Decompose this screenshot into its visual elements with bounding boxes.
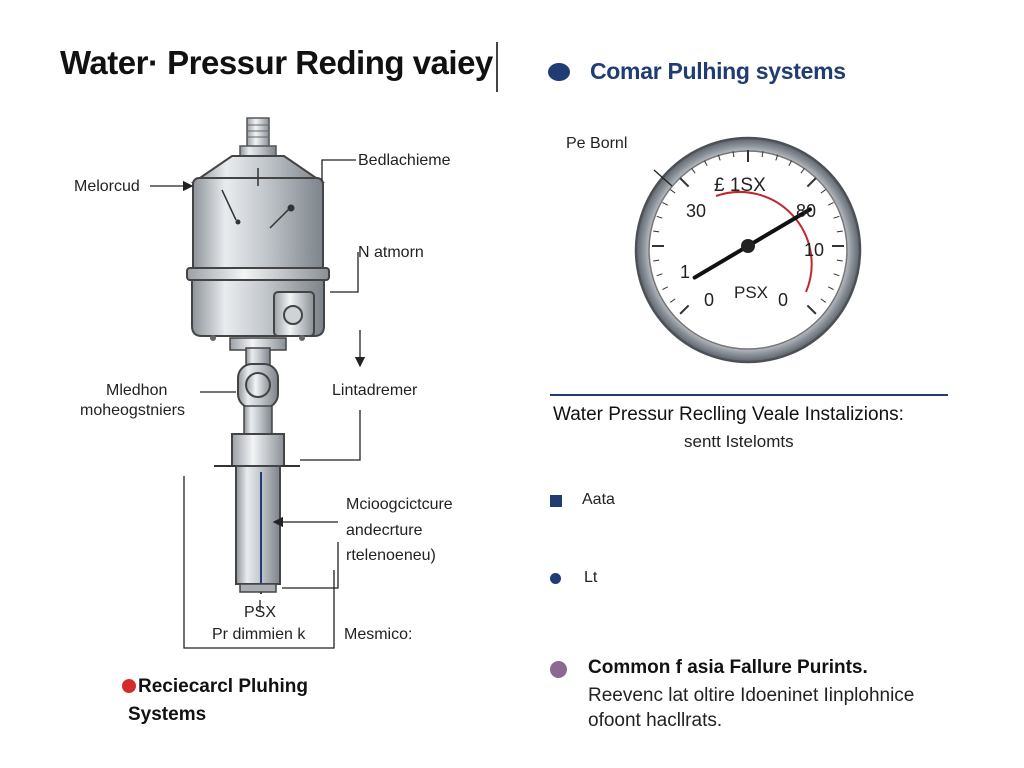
gauge-tick xyxy=(833,273,840,277)
label-lintadremer: Lintadremer xyxy=(332,382,418,399)
gauge-tick xyxy=(806,177,817,188)
panel-heading: Water Pressur Reclling Veale Instalizion… xyxy=(553,404,904,425)
panel-item-1: Aata xyxy=(582,491,615,508)
gauge-num-left2: 1 xyxy=(680,262,691,282)
gauge-tick xyxy=(820,189,826,194)
gauge-tick xyxy=(691,168,696,174)
gauge-tick xyxy=(656,273,663,277)
gauge-tick xyxy=(670,298,676,303)
gauge-tick xyxy=(656,215,663,219)
header-divider xyxy=(496,42,498,92)
gauge-tick xyxy=(653,230,660,233)
page-subtitle: Comar Pulhing systems xyxy=(590,58,846,84)
label-bedlachieme: Bedlachieme xyxy=(358,152,451,169)
gauge-tick xyxy=(679,177,690,188)
valve-neck xyxy=(229,337,287,437)
gauge-tick xyxy=(679,304,690,315)
label-mesmico: Mesmico: xyxy=(344,626,413,643)
gauge-num-top: £ 1SX xyxy=(714,175,766,196)
gauge-tick xyxy=(820,298,826,303)
gauge-red-arc xyxy=(715,191,813,293)
gauge-num-right2: 10 xyxy=(804,240,825,260)
label-microogdure-3: rtelenoeneu) xyxy=(346,547,436,564)
gauge-tick xyxy=(800,168,805,174)
gauge-num-left: 30 xyxy=(686,201,707,221)
circle-bullet-icon xyxy=(550,573,561,584)
gauge-tick xyxy=(662,201,669,206)
gauge-unit: PSX xyxy=(734,283,769,302)
label-moheogstniers: moheogstniers xyxy=(80,402,185,419)
gauge-tick xyxy=(761,151,764,158)
callout-lines xyxy=(150,159,366,649)
label-nalamorn: N atmorn xyxy=(358,244,424,261)
valve-pipe xyxy=(214,433,300,594)
pressure-gauge xyxy=(634,136,862,364)
square-bullet-icon xyxy=(550,495,562,507)
label-microogdure-1: Mcioogcictcure xyxy=(346,496,453,513)
gauge-tick xyxy=(717,154,721,161)
gauge-tick xyxy=(788,160,793,167)
valve-body xyxy=(186,168,330,341)
gauge-ticks xyxy=(652,150,844,315)
panel-item-2: Lt xyxy=(584,569,598,586)
footer-dot-icon xyxy=(122,679,136,693)
footer-line-2: Systems xyxy=(128,704,207,725)
gauge-tick xyxy=(836,259,843,262)
gauge-tick xyxy=(827,201,834,206)
gauge-tick xyxy=(806,304,817,315)
subtitle-dot-icon xyxy=(548,63,570,81)
gauge-num-right: 80 xyxy=(796,201,817,221)
gauge-tick xyxy=(703,160,708,167)
label-mledhon: Mledhon xyxy=(106,382,168,399)
gauge-tick xyxy=(662,286,669,291)
gauge-tick xyxy=(836,230,843,233)
gauge-num-bottom-left: 0 xyxy=(704,290,715,310)
page-title: Water· Pressur Reding vaiey xyxy=(60,44,493,81)
gauge-tick xyxy=(827,286,834,291)
label-pr-dimmien: Pr dimmien k xyxy=(212,626,306,643)
gauge-tick xyxy=(775,154,779,161)
gauge-tick xyxy=(833,215,840,219)
failure-title: Common f asia Fallure Purints. xyxy=(588,657,868,678)
gauge-hub xyxy=(741,239,755,253)
gauge-tick xyxy=(670,189,676,194)
gauge-num-bottom-right: 0 xyxy=(778,290,789,310)
failure-line-2: ofoont hacllrats. xyxy=(588,710,723,731)
label-psx: PSX xyxy=(244,604,277,621)
footer-line-1: Reciecarcl Pluhing xyxy=(138,676,309,697)
gauge-tick xyxy=(732,151,735,158)
panel-subheading: sentt Istelomts xyxy=(684,432,794,451)
label-melorcud: Melorcud xyxy=(74,178,140,195)
failure-bullet-icon xyxy=(550,661,567,678)
gauge-tick xyxy=(653,259,660,262)
failure-line-1: Reevenc lat oltire Idoeninet Iinplohnice xyxy=(588,685,915,706)
label-microogdure-2: andecrture xyxy=(346,522,423,539)
valve-top-fitting xyxy=(239,117,277,157)
gauge-pointer-label: Pe Bornl xyxy=(566,135,628,152)
